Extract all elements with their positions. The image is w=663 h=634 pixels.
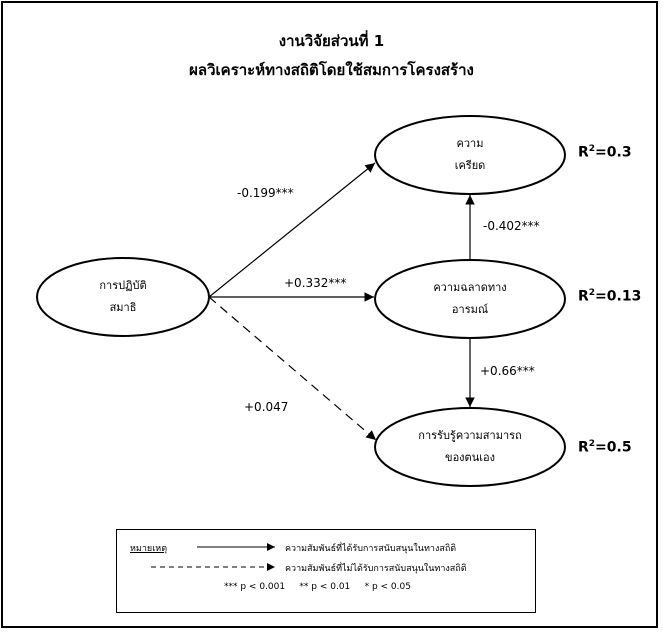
legend-significance-note: *** p < 0.001 ** p < 0.01 * p < 0.05 bbox=[224, 582, 411, 592]
title-line-1: งานวิจัยส่วนที่ 1 bbox=[278, 32, 385, 50]
node-practice-line-2: สมาธิ bbox=[109, 301, 137, 314]
coef-ei-to-self-efficacy: +0.66*** bbox=[480, 364, 535, 378]
title-line-2: ผลวิเคราะห์ทางสถิติโดยใช้สมการโครงสร้าง bbox=[189, 61, 474, 79]
node-practice-line-1: การปฏิบัติ bbox=[99, 279, 147, 292]
path-practice-to-self-efficacy bbox=[208, 296, 377, 441]
node-self-efficacy-label: การรับรู้ความสามารถ ของตนเอง bbox=[395, 425, 545, 469]
node-self-efficacy-line-2: ของตนเอง bbox=[445, 451, 495, 464]
node-ei-line-2: อารมณ์ bbox=[451, 303, 489, 316]
coef-practice-to-ei: +0.332*** bbox=[284, 276, 347, 290]
legend-dashed-description: ความสัมพันธ์ที่ไม่ได้รับการสนับสนุนในทาง… bbox=[285, 564, 467, 574]
legend-title: หมายเหตุ bbox=[130, 544, 168, 554]
coef-ei-to-stress: -0.402*** bbox=[483, 219, 540, 233]
node-self-efficacy-line-1: การรับรู้ความสามารถ bbox=[418, 429, 522, 442]
r2-stress: R2=0.3 bbox=[578, 144, 632, 161]
node-stress-ellipse bbox=[374, 115, 566, 195]
legend-box bbox=[116, 529, 536, 613]
node-practice-label: การปฏิบัติ สมาธิ bbox=[60, 275, 186, 319]
coef-practice-to-self-efficacy: +0.047 bbox=[244, 400, 289, 414]
coef-practice-to-stress: -0.199*** bbox=[237, 186, 294, 200]
node-self-efficacy-ellipse bbox=[374, 407, 566, 487]
path-practice-to-stress bbox=[208, 162, 376, 298]
legend-solid-description: ความสัมพันธ์ที่ได้รับการสนับสนุนในทางสถิ… bbox=[285, 544, 457, 554]
r2-ei: R2=0.13 bbox=[578, 288, 642, 305]
node-stress-line-1: ความ bbox=[456, 137, 484, 150]
node-ei-label: ความฉลาดทาง อารมณ์ bbox=[395, 277, 545, 321]
node-ei-line-1: ความฉลาดทาง bbox=[433, 281, 507, 294]
node-stress-label: ความ เครียด bbox=[395, 133, 545, 177]
r2-self-efficacy: R2=0.5 bbox=[578, 439, 632, 456]
node-stress-line-2: เครียด bbox=[454, 159, 486, 172]
